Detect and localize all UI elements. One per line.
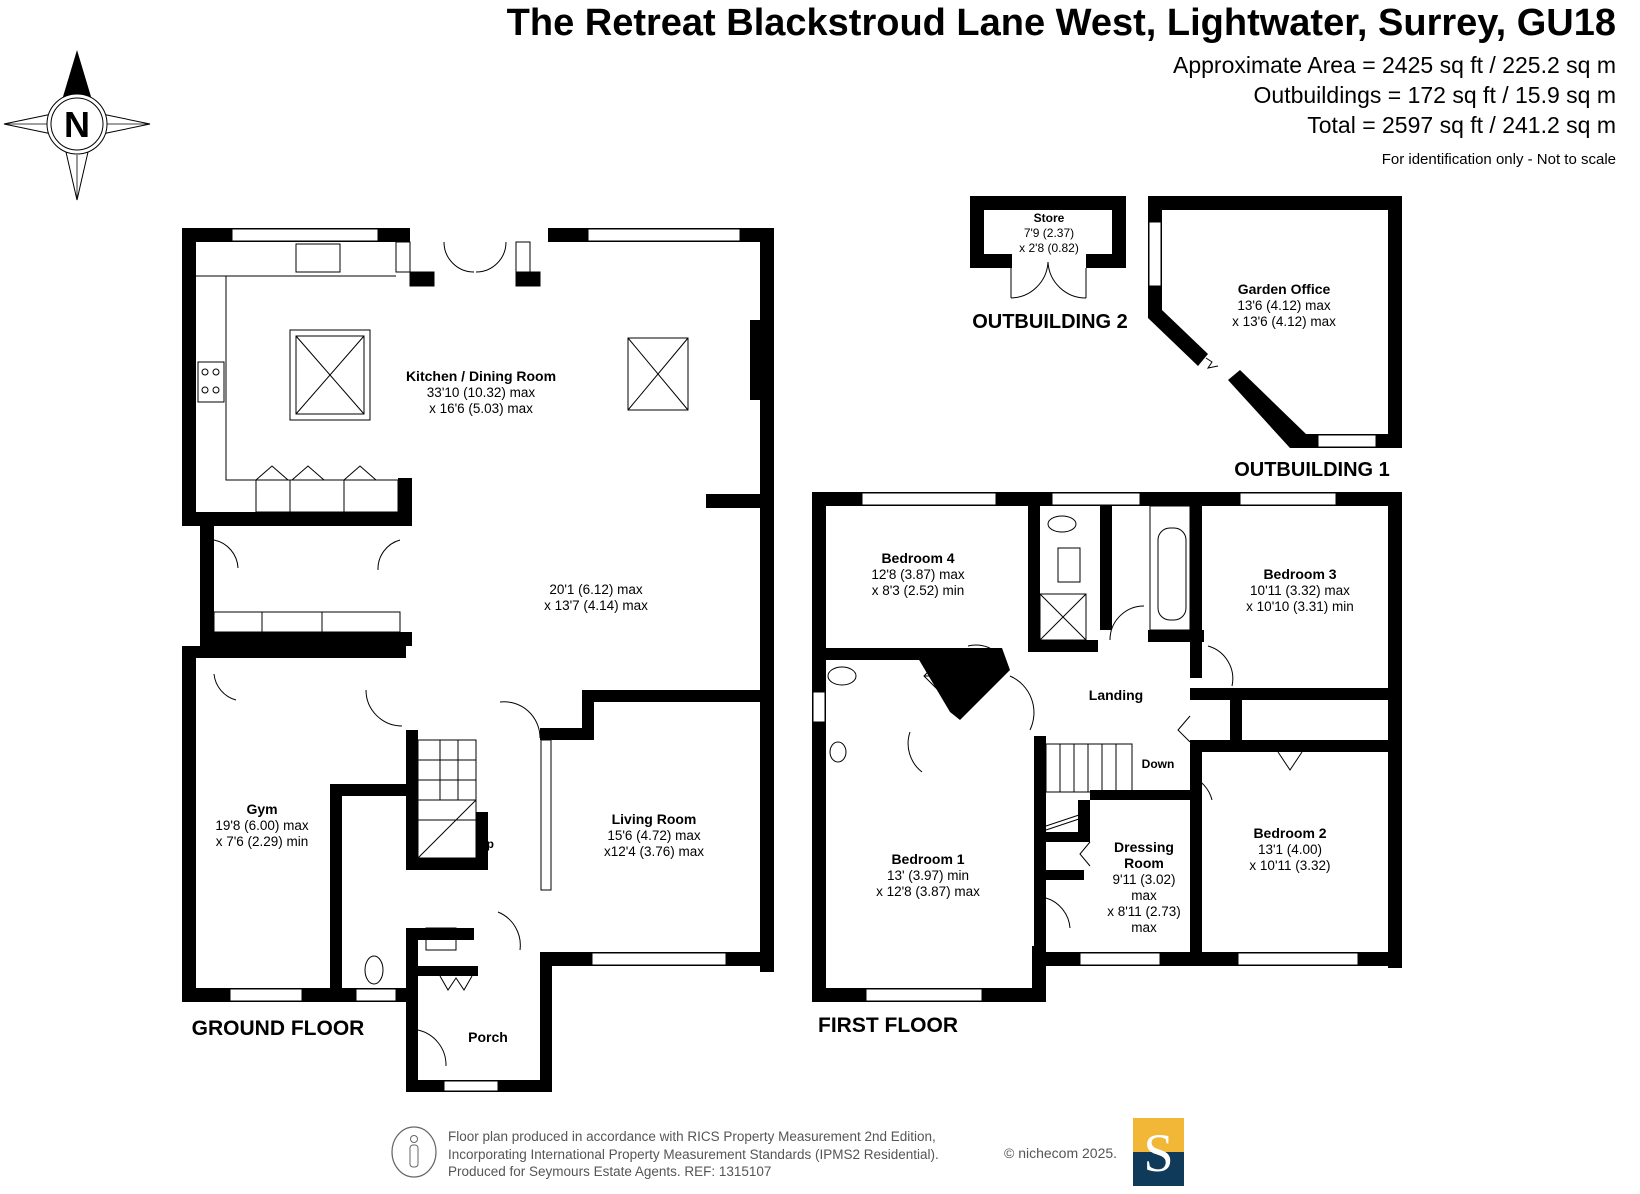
garden-office-dim2: x 13'6 (4.12) max (1232, 314, 1336, 329)
bedroom4-dim1: 12'8 (3.87) max (871, 567, 965, 582)
bedroom1-dim1: 13' (3.97) min (887, 868, 969, 883)
bedroom2-dim1: 13'1 (4.00) (1258, 842, 1322, 857)
landing-name: Landing (1089, 687, 1143, 703)
dressing-dim1: 9'11 (3.02) (1112, 872, 1175, 887)
store-name: Store (1034, 211, 1065, 225)
disclaimer: For identification only - Not to scale (1381, 151, 1616, 168)
store-dim1: 7'9 (2.37) (1024, 226, 1074, 240)
outbuilding1-windows (1148, 221, 1377, 448)
bedroom1-dim2: x 12'8 (3.87) max (876, 884, 980, 899)
dressing-name1: Dressing (1114, 839, 1174, 855)
kitchen-french-doors (395, 241, 541, 287)
dining-dim2: x 13'7 (4.14) max (544, 598, 648, 613)
outbuilding2-label: OUTBUILDING 2 (972, 311, 1128, 333)
stairs-up-label: Up (478, 837, 494, 851)
dressing-dim4: max (1131, 920, 1157, 935)
living-name: Living Room (612, 811, 697, 827)
store-doors (1010, 261, 1087, 299)
stairs-down-label: Down (1142, 757, 1175, 771)
skylights (289, 329, 689, 421)
first-floor-fixtures (827, 505, 1303, 929)
dressing-dim3: x 8'11 (2.73) (1107, 904, 1181, 919)
bedroom4-name: Bedroom 4 (881, 550, 954, 566)
living-dim1: 15'6 (4.72) max (607, 828, 701, 843)
logo-letter: S (1143, 1123, 1174, 1183)
person-scale-icon (391, 1126, 437, 1178)
ground-floor-windows (229, 228, 741, 1092)
bedroom2-name: Bedroom 2 (1253, 825, 1326, 841)
bedroom2-dim2: x 10'11 (3.32) (1249, 858, 1330, 873)
footer-line2: Incorporating International Property Mea… (448, 1146, 939, 1162)
bedroom4-dim2: x 8'3 (2.52) min (872, 583, 965, 598)
property-title: The Retreat Blackstroud Lane West, Light… (506, 2, 1616, 44)
kitchen-units (196, 243, 399, 513)
first-floor-label: FIRST FLOOR (818, 1014, 958, 1037)
footer-line1: Floor plan produced in accordance with R… (448, 1129, 936, 1144)
outbuilding1-label: OUTBUILDING 1 (1234, 459, 1390, 481)
kitchen-dim1: 33'10 (10.32) max (427, 385, 536, 400)
dining-dim1: 20'1 (6.12) max (549, 582, 643, 597)
north-arrow-compass-icon: N (3, 50, 151, 201)
footer-text: Floor plan produced in accordance with R… (448, 1128, 939, 1181)
seymours-logo: S (1133, 1118, 1184, 1186)
dressing-dim2: max (1131, 888, 1157, 903)
gym-name: Gym (246, 801, 277, 817)
compass-label: N (64, 104, 90, 145)
footer-line3: Produced for Seymours Estate Agents. REF… (448, 1164, 772, 1179)
kitchen-name: Kitchen / Dining Room (406, 368, 556, 384)
living-dim2: x12'4 (3.76) max (604, 844, 704, 859)
bedroom3-dim2: x 10'10 (3.31) min (1246, 599, 1354, 614)
garden-office-dim1: 13'6 (4.12) max (1237, 298, 1331, 313)
bedroom3-name: Bedroom 3 (1263, 566, 1336, 582)
store-dim2: x 2'8 (0.82) (1019, 241, 1079, 255)
total-area: Total = 2597 sq ft / 241.2 sq m (1307, 112, 1616, 138)
ground-floor-doors (213, 539, 541, 1067)
gym-dim2: x 7'6 (2.29) min (216, 834, 309, 849)
dressing-name2: Room (1124, 855, 1164, 871)
garden-office-name: Garden Office (1238, 281, 1331, 297)
first-floor-windows (812, 492, 1359, 1002)
copyright: © nichecom 2025. (1004, 1145, 1118, 1161)
outbuilding2-plan (970, 196, 1126, 268)
kitchen-dim2: x 16'6 (5.03) max (429, 401, 533, 416)
gym-dim1: 19'8 (6.00) max (215, 818, 309, 833)
bedroom3-dim1: 10'11 (3.32) max (1250, 583, 1350, 598)
approximate-area: Approximate Area = 2425 sq ft / 225.2 sq… (1172, 52, 1616, 78)
porch-name: Porch (468, 1029, 508, 1045)
outbuildings-area: Outbuildings = 172 sq ft / 15.9 sq m (1253, 82, 1616, 108)
bedroom1-name: Bedroom 1 (891, 851, 964, 867)
ground-floor-label: GROUND FLOOR (192, 1017, 365, 1040)
